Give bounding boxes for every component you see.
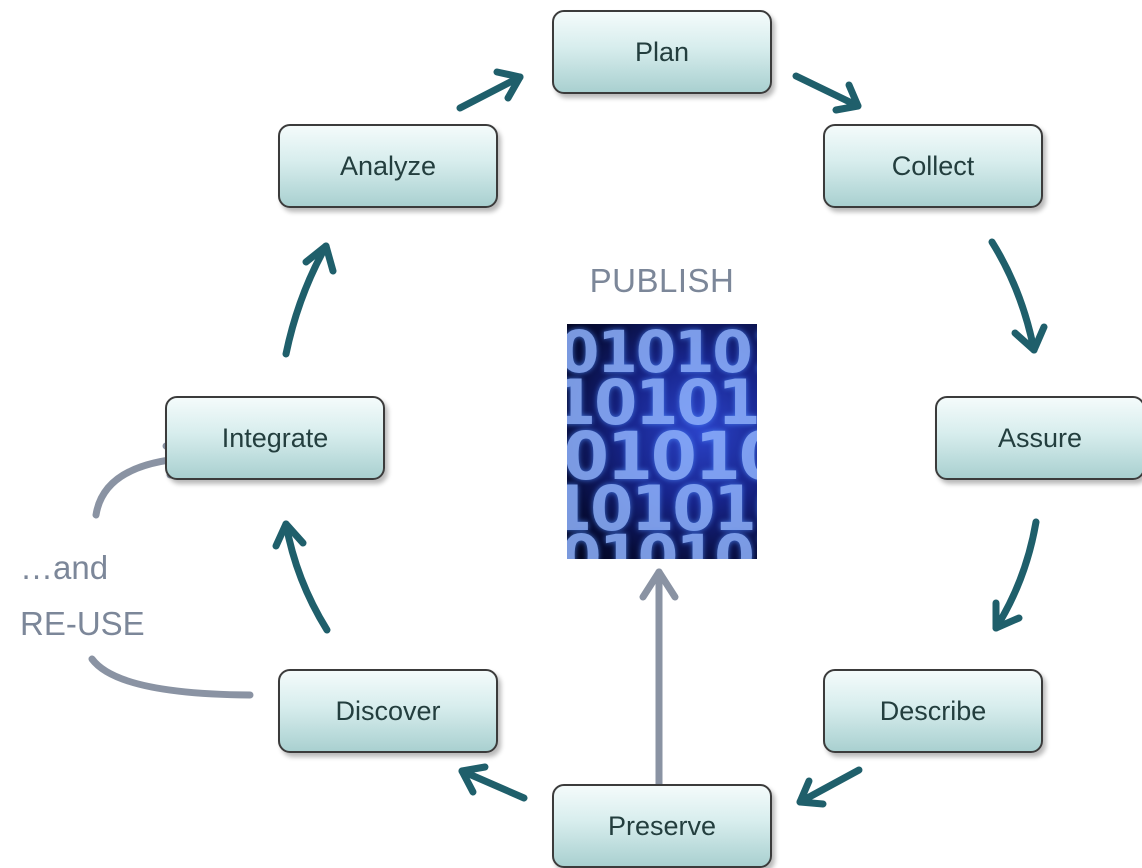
reuse-note-line1: …and (20, 549, 109, 586)
stage-preserve: Preserve (552, 784, 772, 868)
stage-analyze-label: Analyze (339, 150, 437, 181)
arrow-discover-to-integrate (272, 520, 331, 634)
stage-integrate: Integrate (165, 396, 385, 480)
stage-describe: Describe (823, 669, 1043, 753)
stage-describe-label: Describe (879, 695, 987, 726)
reuse-note: …and RE-USE (20, 540, 145, 652)
arrow-collect-to-assure (988, 238, 1048, 354)
arrow-assure-to-describe (992, 518, 1040, 632)
arrow-integrate-to-analyze (282, 242, 337, 358)
arrow-describe-to-preserve (796, 766, 863, 808)
stage-analyze: Analyze (278, 124, 498, 208)
reuse-note-line2: RE-USE (20, 605, 145, 642)
arrow-preserve-to-publish (639, 568, 679, 788)
stage-discover: Discover (278, 669, 498, 753)
publish-label: PUBLISH (589, 262, 735, 299)
stage-plan-label: Plan (634, 36, 690, 67)
stage-assure-label: Assure (997, 422, 1083, 453)
stage-collect: Collect (823, 124, 1043, 208)
stage-plan: Plan (552, 10, 772, 94)
stage-assure: Assure (935, 396, 1142, 480)
arrow-preserve-to-discover (458, 763, 528, 802)
stage-preserve-label: Preserve (607, 810, 717, 841)
arrow-plan-to-collect (792, 72, 862, 114)
arrow-analyze-to-plan (456, 68, 524, 112)
stage-discover-label: Discover (335, 695, 441, 726)
stage-collect-label: Collect (891, 150, 975, 181)
stage-integrate-label: Integrate (221, 422, 329, 453)
